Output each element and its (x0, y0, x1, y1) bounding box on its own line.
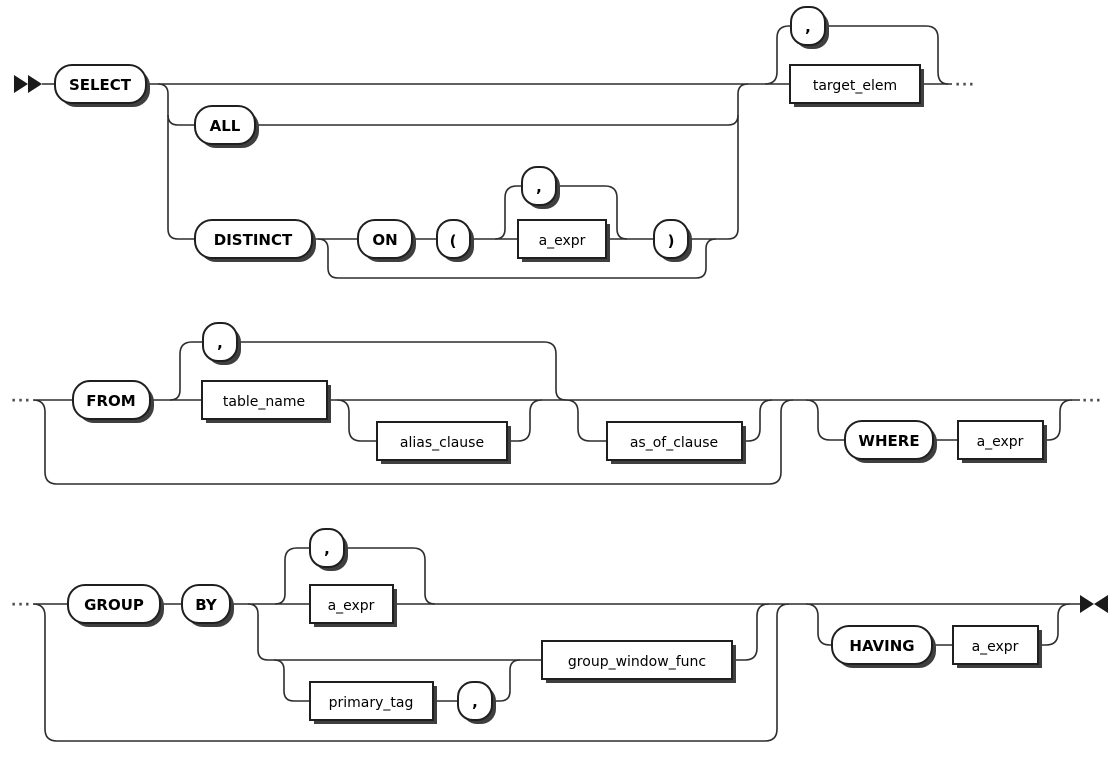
nonterminal-a-expr-groupby: a_expr (309, 584, 397, 627)
svg-text:a_expr: a_expr (328, 598, 375, 614)
comma-terminal-groupby-loop: , (309, 528, 348, 571)
nonterminal-table-name: table_name (201, 380, 331, 423)
wire-groupby-bypass (32, 603, 790, 742)
continuation-ellipsis: ··· (11, 597, 31, 613)
wire-lower-alt-branch (247, 603, 542, 661)
wire-alias-branch (336, 399, 377, 442)
svg-text:HAVING: HAVING (849, 637, 914, 655)
svg-text:a_expr: a_expr (977, 434, 1024, 450)
continuation-ellipsis: ··· (955, 77, 975, 93)
svg-text:FROM: FROM (86, 392, 135, 410)
wire-target-loop-left (764, 25, 791, 85)
wire-branch-distinct (157, 83, 195, 240)
wire-having-branch (805, 603, 832, 646)
wire-gwf-return (732, 603, 770, 661)
wire-table-loop-right (237, 341, 567, 401)
wire-aexpr-loop-left (494, 185, 522, 240)
terminal-by: BY (181, 584, 234, 627)
wire-primary-tag-branch (273, 659, 310, 702)
svg-text:ALL: ALL (210, 117, 241, 135)
svg-text:alias_clause: alias_clause (400, 435, 484, 451)
comma-terminal-primary-tag: , (457, 681, 496, 724)
svg-text:group_window_func: group_window_func (568, 654, 706, 670)
start-arrow-icon (14, 75, 42, 93)
wire-aexpr-loop-right (556, 185, 628, 240)
terminal-lparen: ( (436, 219, 474, 262)
svg-text:,: , (805, 18, 811, 36)
comma-terminal-target-loop: , (790, 6, 829, 49)
nonterminal-a-expr-distinct: a_expr (517, 219, 610, 262)
wire-target-loop-right (825, 25, 949, 85)
wire-asof-branch (565, 399, 607, 442)
nonterminal-group-window-func: group_window_func (541, 640, 736, 683)
nonterminal-a-expr-where: a_expr (957, 420, 1047, 463)
terminal-having: HAVING (831, 625, 936, 668)
svg-text:as_of_clause: as_of_clause (630, 435, 718, 451)
comma-terminal-table-loop: , (202, 322, 241, 365)
wires-row-1 (42, 25, 952, 279)
svg-text:table_name: table_name (223, 394, 305, 410)
nonterminal-alias-clause: alias_clause (376, 421, 511, 464)
svg-text:BY: BY (195, 596, 218, 614)
terminal-select: SELECT (54, 64, 150, 107)
nonterminal-primary-tag: primary_tag (309, 681, 437, 724)
wire-asof-return (742, 399, 773, 442)
wire-from-clause-bypass (32, 399, 794, 485)
svg-text:,: , (324, 540, 330, 558)
wire-on-clause-bypass (317, 238, 717, 279)
svg-text:a_expr: a_expr (539, 233, 586, 249)
terminal-distinct: DISTINCT (194, 219, 316, 262)
svg-text:DISTINCT: DISTINCT (214, 231, 293, 249)
svg-text:): ) (668, 232, 675, 250)
svg-text:WHERE: WHERE (858, 432, 919, 450)
wire-table-loop-left (169, 341, 203, 401)
wire-comma-to-gwf (492, 659, 521, 702)
terminal-from: FROM (72, 380, 154, 423)
svg-text:a_expr: a_expr (972, 639, 1019, 655)
wire-alias-return (507, 399, 543, 442)
nonterminal-target-elem: target_elem (789, 64, 924, 107)
svg-text:SELECT: SELECT (69, 76, 132, 94)
wire-distinct-rejoin (688, 83, 749, 240)
terminal-where: WHERE (844, 420, 937, 463)
svg-text:,: , (472, 693, 478, 711)
svg-text:ON: ON (372, 231, 397, 249)
continuation-ellipsis: ··· (11, 393, 31, 409)
continuation-ellipsis: ··· (1082, 393, 1102, 409)
terminal-rparen: ) (653, 219, 692, 262)
nonterminal-a-expr-having: a_expr (952, 625, 1042, 668)
end-arrow-icon (1080, 595, 1108, 613)
wire-where-return (1043, 399, 1073, 441)
wire-groupby-aexpr-loop-right (344, 547, 436, 605)
wire-groupby-aexpr-loop-left (274, 547, 310, 605)
wire-having-return (1038, 603, 1071, 646)
terminal-group: GROUP (67, 584, 164, 627)
nonterminal-as-of-clause: as_of_clause (606, 421, 746, 464)
svg-text:primary_tag: primary_tag (329, 695, 414, 711)
wire-branch-all (167, 114, 195, 126)
comma-terminal-distinct-loop: , (521, 166, 560, 209)
terminal-on: ON (357, 219, 416, 262)
wire-all-rejoin (255, 114, 739, 126)
svg-text:,: , (217, 334, 223, 352)
svg-text:target_elem: target_elem (813, 78, 897, 94)
svg-text:,: , (536, 178, 542, 196)
svg-text:GROUP: GROUP (84, 596, 144, 614)
svg-text:(: ( (450, 232, 457, 250)
wire-where-branch (805, 399, 845, 441)
terminal-all: ALL (194, 105, 259, 148)
